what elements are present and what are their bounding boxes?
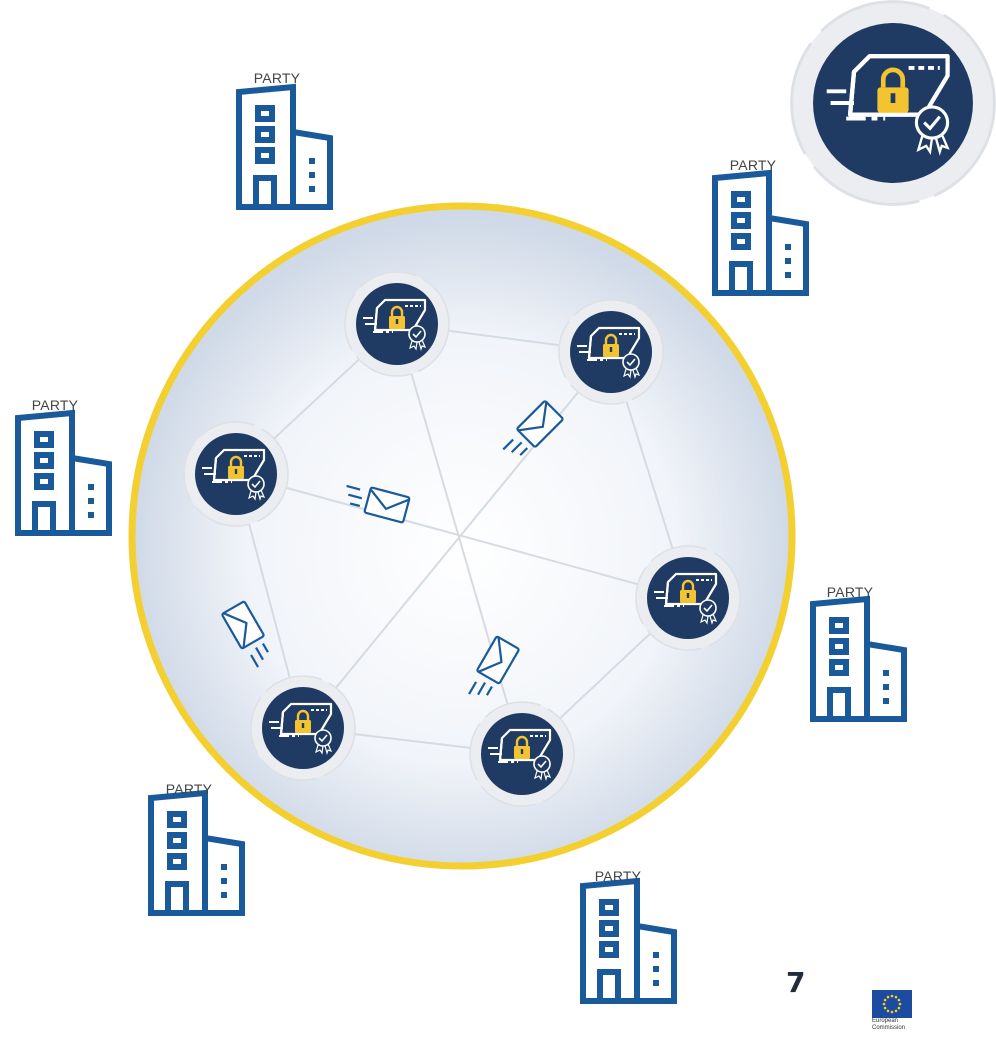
eu-flag-icon <box>872 990 912 1018</box>
party-label: PARTY <box>594 868 642 884</box>
european-commission-logo: European Commission <box>870 990 934 1042</box>
secure-node-5 <box>249 674 357 782</box>
secure-node-6 <box>468 700 576 808</box>
office-building-icon <box>712 173 809 293</box>
party-label: PARTY <box>165 781 213 797</box>
secure-node-2 <box>557 298 665 406</box>
logo-text-line2: Commission <box>872 1025 906 1031</box>
office-building-icon <box>236 87 333 207</box>
logo-text-line1: European <box>872 1018 899 1024</box>
office-building-icon <box>15 413 112 533</box>
office-building-icon <box>580 881 677 1001</box>
party-label: PARTY <box>31 397 79 413</box>
page-number: 7 <box>786 966 806 999</box>
office-building-icon <box>810 599 907 719</box>
office-building-icon <box>148 793 245 913</box>
secure-node-1 <box>343 270 451 378</box>
party-label: PARTY <box>253 70 301 86</box>
party-label: PARTY <box>826 584 874 600</box>
party-label: PARTY <box>729 157 777 173</box>
secure-node-4 <box>634 544 742 652</box>
secure-node-3 <box>182 420 290 528</box>
secure-node-large <box>792 2 995 205</box>
